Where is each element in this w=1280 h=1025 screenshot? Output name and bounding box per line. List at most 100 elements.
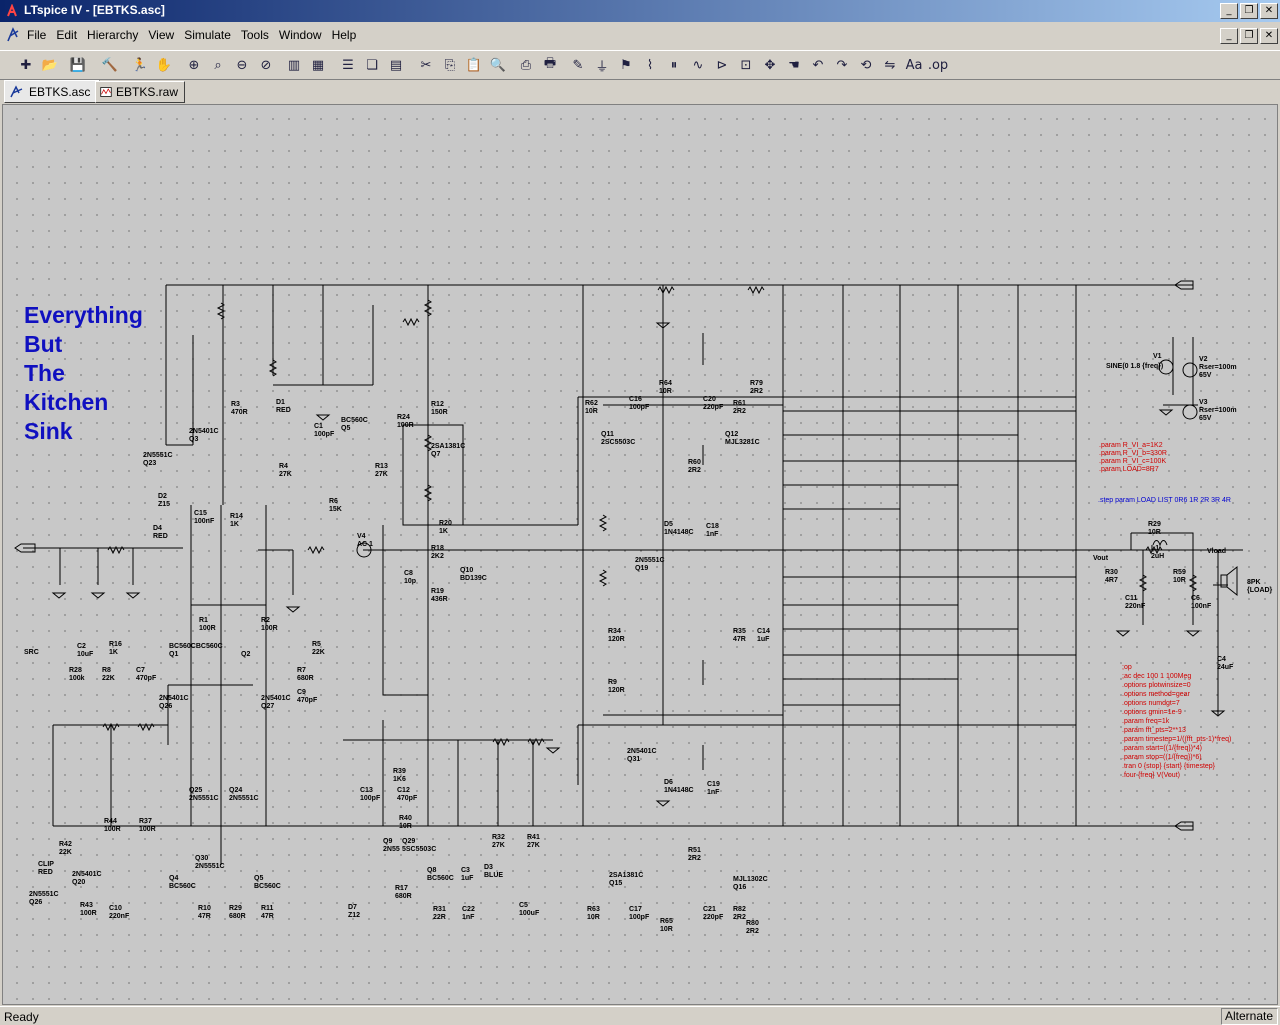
spice-directive[interactable]: .param fft_pts=2**13 xyxy=(1122,727,1186,734)
component-label[interactable]: 2N5401C Q31 xyxy=(627,748,657,763)
component-label[interactable]: C19 1nF xyxy=(707,781,720,796)
component-label[interactable]: C2 10uF xyxy=(77,643,94,658)
tab-waveform[interactable]: EBTKS.raw xyxy=(95,81,185,103)
component-label[interactable]: 2N5551C Q26 xyxy=(29,891,59,906)
component-label[interactable]: D5 1N4148C xyxy=(664,521,694,536)
component-label[interactable]: 2N5401C Q20 xyxy=(72,871,102,886)
component-label[interactable]: C3 1uF xyxy=(461,867,474,882)
spice-directive[interactable]: .param freq=1k xyxy=(1122,718,1170,725)
component-label[interactable]: Q5 BC560C xyxy=(254,875,281,890)
component-label[interactable]: R64 10R xyxy=(659,380,672,395)
zoom-in-icon[interactable]: ⊕ xyxy=(188,57,200,73)
component-label[interactable]: C15 100nF xyxy=(194,510,215,525)
component-label[interactable]: Q24 2N5551C xyxy=(229,787,259,802)
component-label[interactable]: R43 100R xyxy=(80,902,97,917)
component-label[interactable]: R34 120R xyxy=(608,628,625,643)
rotate-icon[interactable]: ⟲ xyxy=(860,57,872,73)
doc-minimize-button[interactable]: _ xyxy=(1220,28,1238,44)
component-label[interactable]: R35 47R xyxy=(733,628,746,643)
spice-directive[interactable]: .param stop=((1/{freq})*6) xyxy=(1122,754,1202,761)
minimize-button[interactable]: _ xyxy=(1220,3,1238,19)
component-label[interactable]: Q29 5SC5503C xyxy=(402,838,437,853)
vload-net-label[interactable]: Vload xyxy=(1207,548,1227,555)
component-label[interactable]: R62 10R xyxy=(585,400,598,415)
spice-directive[interactable]: .options method=gear xyxy=(1122,691,1190,698)
document-system-icon[interactable] xyxy=(6,27,20,43)
spice-directive[interactable]: .param timestep=1/((fft_pts-1)*freq) xyxy=(1122,736,1232,743)
component-label[interactable]: C20 220pF xyxy=(703,396,724,411)
param-directive[interactable]: .param LOAD=8R7 xyxy=(1099,466,1159,473)
component-label[interactable]: R32 27K xyxy=(492,834,505,849)
component-label[interactable]: R80 2R2 xyxy=(746,920,759,935)
paste-icon[interactable]: 📋 xyxy=(465,57,483,73)
component-label[interactable]: R37 100R xyxy=(139,818,156,833)
inductor-icon[interactable]: ∿ xyxy=(692,57,704,73)
component-label[interactable]: 2SA1381C Q7 xyxy=(431,443,466,458)
drag-icon[interactable]: ☚ xyxy=(788,57,800,73)
component-label[interactable]: C17 100pF xyxy=(629,906,650,921)
component-label[interactable]: 2N5551C Q19 xyxy=(635,557,665,572)
component-label[interactable]: D4 RED xyxy=(153,525,168,540)
component-label[interactable]: R3 470R xyxy=(231,401,248,416)
param-directive[interactable]: .param R_VI_c=100K xyxy=(1099,458,1167,465)
halt-icon[interactable]: ✋ xyxy=(155,57,173,73)
component-label[interactable]: C9 470pF xyxy=(297,689,318,704)
tab-schematic[interactable]: EBTKS.asc xyxy=(4,80,100,103)
component-label[interactable]: D2 Z15 xyxy=(158,493,171,508)
component-label[interactable]: R5 22K xyxy=(312,641,325,656)
diode-icon[interactable]: ⊳ xyxy=(716,57,728,73)
component-label[interactable]: BC560CBC560C Q1 xyxy=(169,643,223,658)
component-label[interactable]: R79 2R2 xyxy=(750,380,763,395)
component-label[interactable]: 2N5401C Q27 xyxy=(261,695,291,710)
menu-edit[interactable]: Edit xyxy=(56,28,78,42)
save-icon[interactable]: 💾 xyxy=(69,57,87,73)
component-label[interactable]: D6 1N4148C xyxy=(664,779,694,794)
component-label[interactable]: R28 100k xyxy=(69,667,85,682)
component-label[interactable]: CLIP RED xyxy=(38,861,54,876)
cut-icon[interactable]: ✂ xyxy=(420,57,432,73)
restore-button[interactable]: ❐ xyxy=(1240,3,1258,19)
component-label[interactable]: R13 27K xyxy=(375,463,388,478)
component-label[interactable]: Q25 2N5551C xyxy=(189,787,219,802)
print-icon[interactable]: 🖶 xyxy=(543,56,557,71)
menu-simulate[interactable]: Simulate xyxy=(184,28,231,42)
component-label[interactable]: R6 15K xyxy=(329,498,342,513)
open-icon[interactable]: 📂 xyxy=(41,57,59,73)
component-label[interactable]: SRC xyxy=(24,649,39,656)
redo-icon[interactable]: ↷ xyxy=(836,57,848,73)
component-label[interactable]: Q4 BC560C xyxy=(169,875,196,890)
move-icon[interactable]: ✥ xyxy=(764,57,776,73)
component-label[interactable]: Q12 MJL3281C xyxy=(725,431,760,446)
component-label[interactable]: R19 436R xyxy=(431,588,448,603)
component-label[interactable]: Q10 BD139C xyxy=(460,567,487,582)
zoom-cancel-icon[interactable]: ⊘ xyxy=(260,57,272,73)
component-label[interactable]: Q11 2SC5503C xyxy=(601,431,636,446)
menu-window[interactable]: Window xyxy=(278,28,322,42)
component-label[interactable]: R82 2R2 xyxy=(733,906,746,921)
capacitor-icon[interactable]: ⏸ xyxy=(670,57,678,73)
spice-directive[interactable]: .four {freq} V(Vout) xyxy=(1122,772,1180,779)
component-icon[interactable]: ⊡ xyxy=(740,57,752,73)
ground-icon[interactable]: ⏚ xyxy=(595,59,609,75)
step-directive[interactable]: .step param LOAD LIST 0R6 1R 2R 3R 4R xyxy=(1098,497,1231,504)
component-label[interactable]: C21 220pF xyxy=(703,906,724,921)
component-label[interactable]: R8 22K xyxy=(102,667,115,682)
component-label[interactable]: C8 10p xyxy=(404,570,417,585)
tile-horizontal-icon[interactable]: ☰ xyxy=(342,57,354,73)
menu-hierarchy[interactable]: Hierarchy xyxy=(87,28,139,42)
component-label[interactable]: R39 1K6 xyxy=(393,768,406,783)
run-icon[interactable]: 🏃 xyxy=(131,57,149,73)
component-label[interactable]: Q30 2N5551C xyxy=(195,855,225,870)
tile-vertical-icon[interactable]: ▤ xyxy=(389,57,403,73)
component-label[interactable]: R41 27K xyxy=(527,834,540,849)
component-label[interactable]: R29 680R xyxy=(229,905,246,920)
component-label[interactable]: R20 1K xyxy=(439,520,452,535)
menu-help[interactable]: Help xyxy=(331,28,357,42)
component-label[interactable]: R24 100R xyxy=(397,414,414,429)
control-panel-icon[interactable]: 🔨 xyxy=(101,57,119,73)
resistor-icon[interactable]: ⌇ xyxy=(646,57,654,73)
component-label[interactable]: R18 2K2 xyxy=(431,545,444,560)
spice-directive[interactable]: .options plotwinsize=0 xyxy=(1122,682,1191,689)
plot-settings-icon[interactable]: ▦ xyxy=(311,57,325,73)
